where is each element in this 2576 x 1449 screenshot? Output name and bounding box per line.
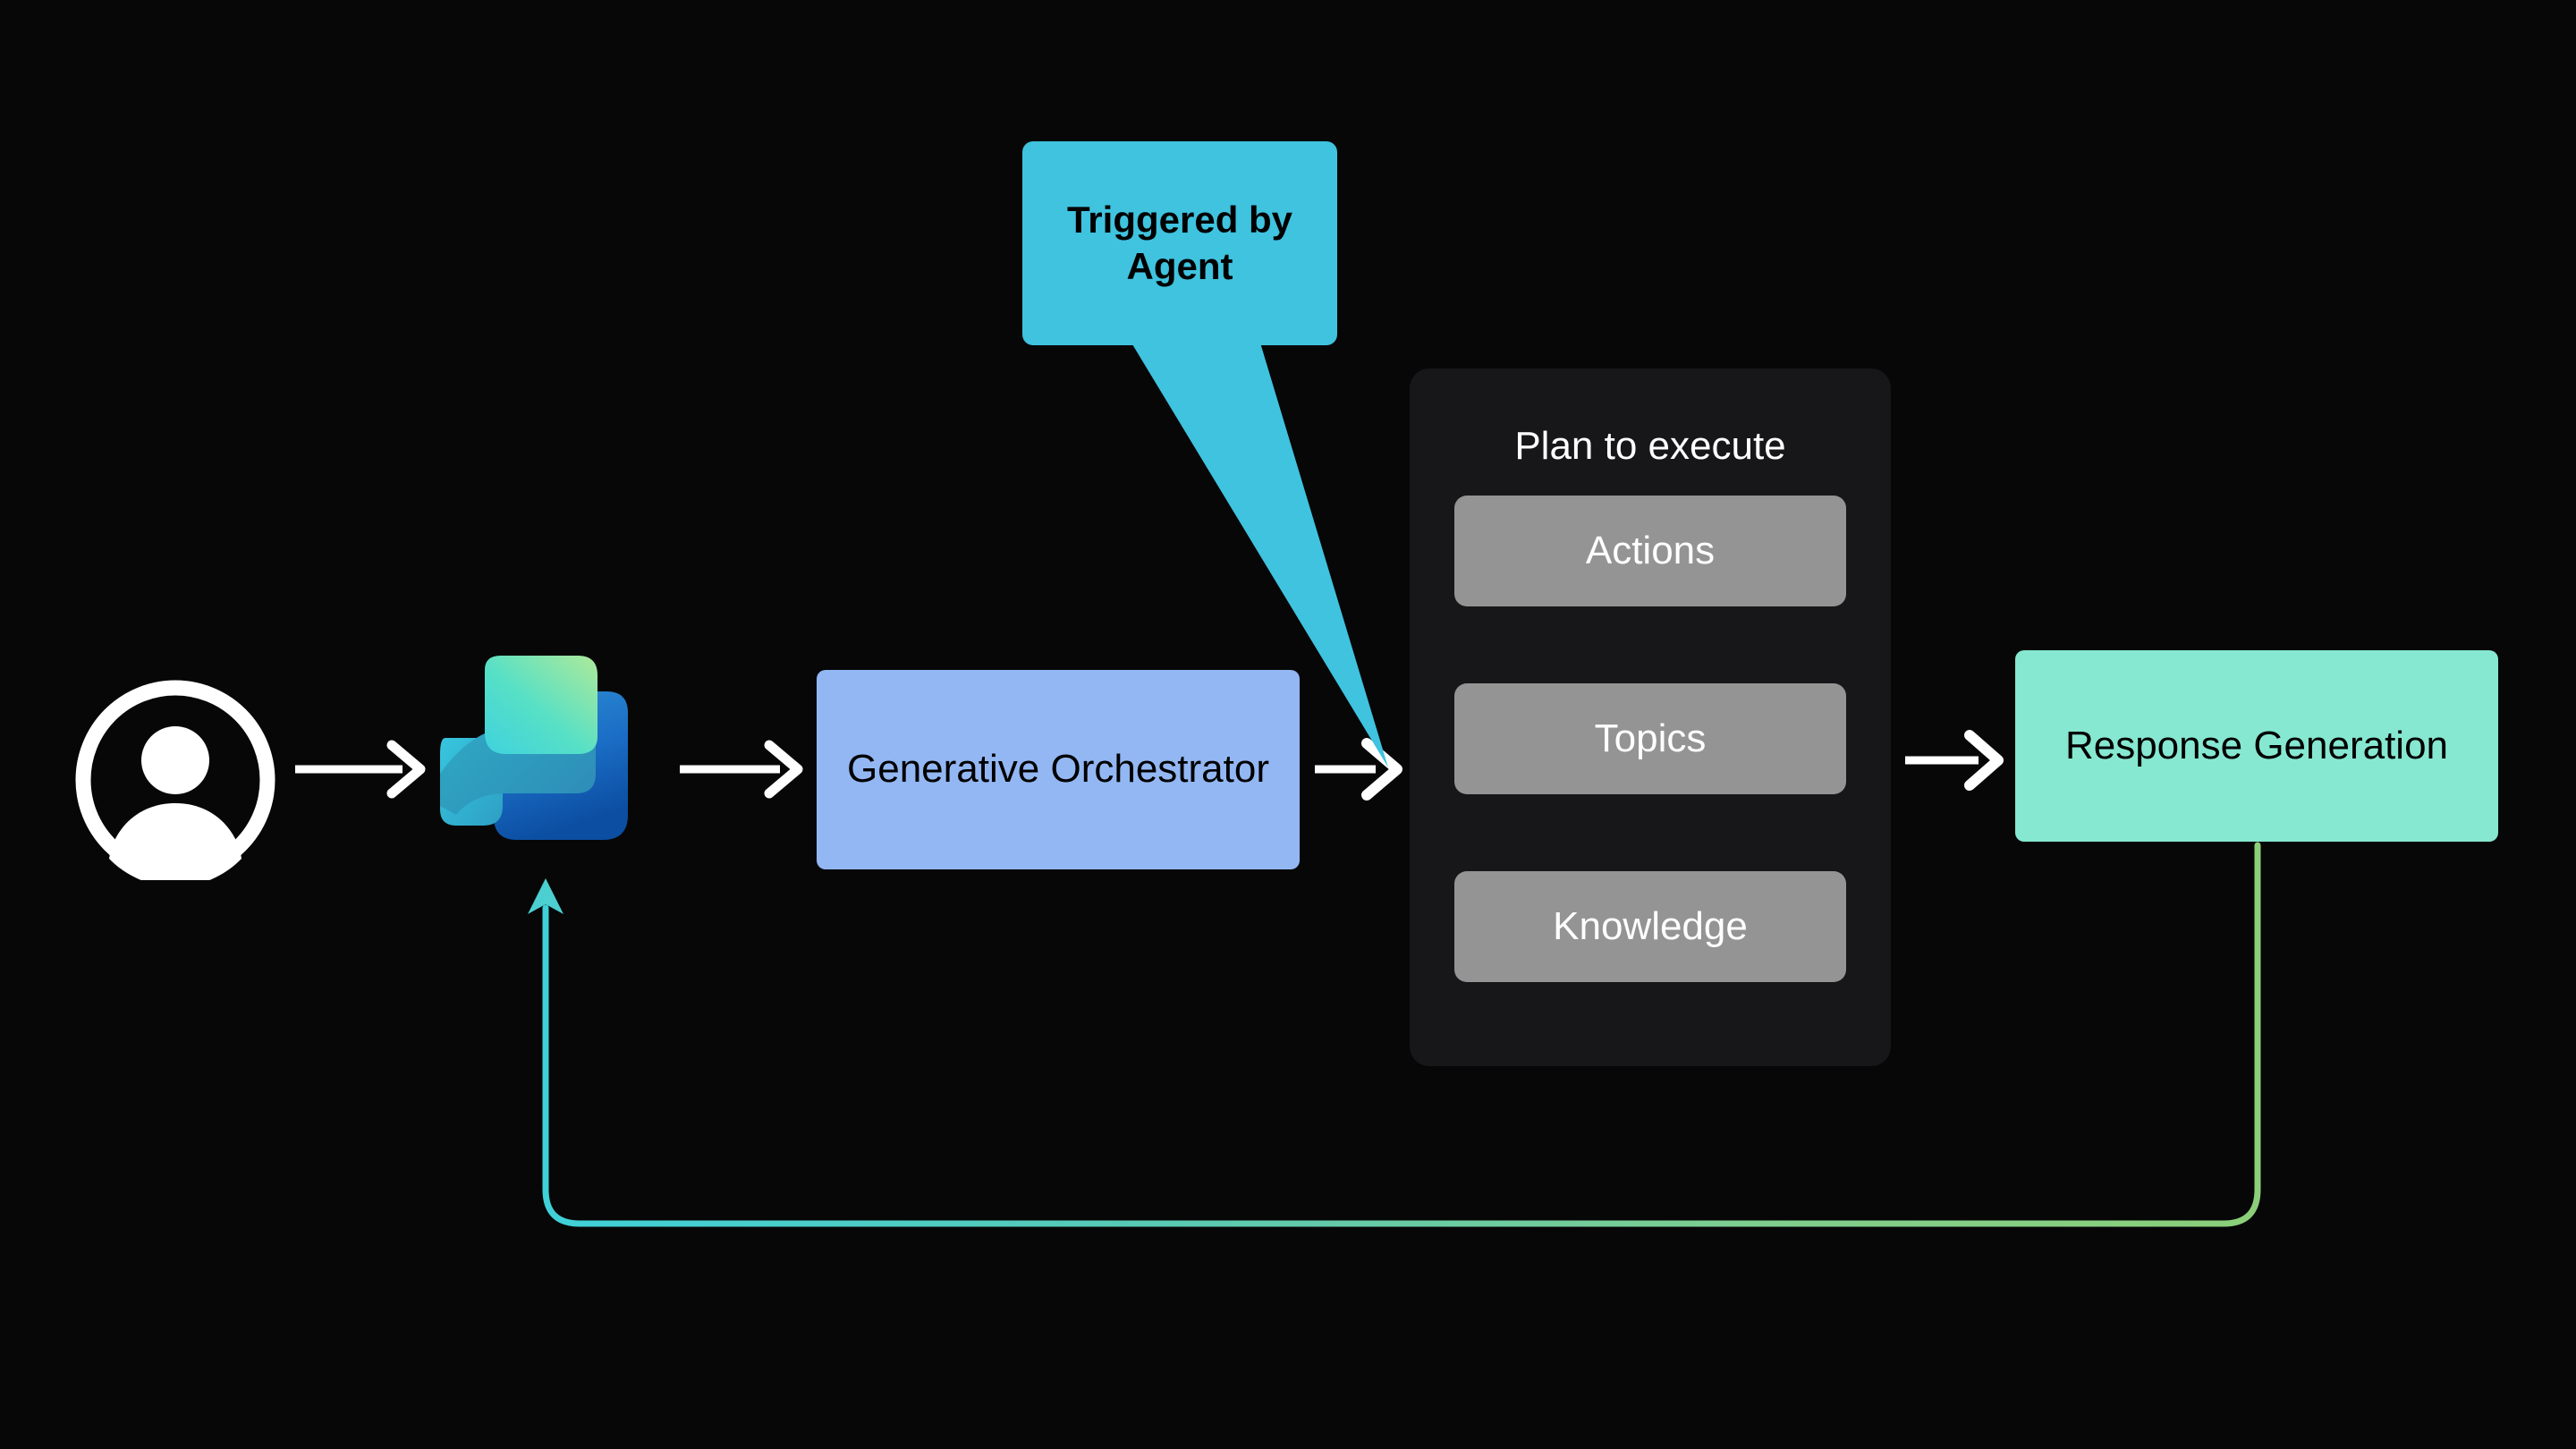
node-label: Response Generation <box>2064 723 2449 767</box>
plan-card-knowledge[interactable]: Knowledge <box>1454 871 1846 982</box>
callout-triggered-by-agent: Triggered by Agent <box>1022 141 1337 345</box>
plan-panel-title: Plan to execute <box>1514 424 1786 468</box>
plan-to-execute-panel: Plan to execute Actions Topics Knowledge <box>1410 369 1891 1066</box>
plan-card-label: Knowledge <box>1553 904 1748 948</box>
plan-card-label: Topics <box>1594 716 1707 760</box>
callout-line-1: Triggered by <box>1066 198 1293 241</box>
plan-card-actions[interactable]: Actions <box>1454 496 1846 606</box>
plan-card-topics[interactable]: Topics <box>1454 683 1846 794</box>
user-avatar-icon <box>75 680 275 887</box>
copilot-top-block <box>485 656 597 754</box>
user-avatar <box>75 680 275 887</box>
node-label: Generative Orchestrator <box>847 747 1269 792</box>
node-response-generation[interactable]: Response Generation <box>2015 650 2498 842</box>
feedback-loop-arrowhead <box>528 878 564 914</box>
plan-card-label: Actions <box>1585 529 1716 572</box>
callout-line-2: Agent <box>1126 245 1233 287</box>
feedback-loop-path <box>542 842 2261 1227</box>
copilot-logo <box>420 640 653 872</box>
microsoft-copilot-logo-icon <box>440 656 628 840</box>
node-generative-orchestrator[interactable]: Generative Orchestrator <box>817 670 1300 869</box>
